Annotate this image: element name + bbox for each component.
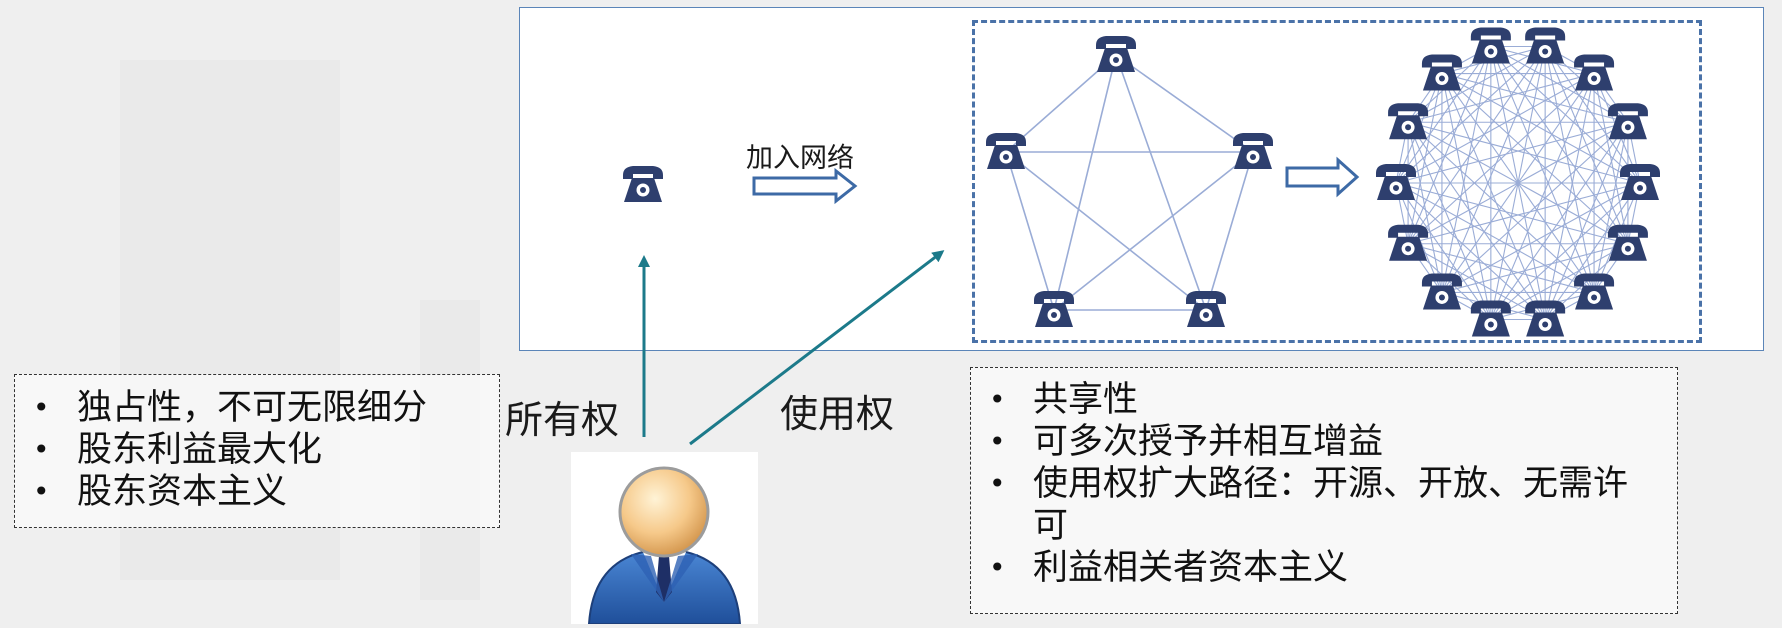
network-link	[1005, 151, 1207, 311]
network-link	[1407, 122, 1443, 293]
list-item: 独占性，不可无限细分	[15, 387, 499, 429]
usage-points-box: 共享性 可多次授予并相互增益 使用权扩大路径：开源、开放、无需许可 利益相关者资…	[970, 367, 1678, 614]
network-link	[1115, 54, 1207, 311]
network-link	[1407, 243, 1546, 320]
network-link	[1395, 73, 1595, 184]
list-item: 使用权扩大路径：开源、开放、无需许可	[971, 463, 1657, 547]
usage-label: 使用权	[780, 392, 895, 436]
network-link	[1441, 73, 1629, 245]
network-link	[1395, 46, 1492, 184]
network-link	[1490, 46, 1641, 184]
usage-arrow	[689, 250, 945, 446]
list-item: 可多次授予并相互增益	[971, 421, 1657, 463]
telephone-icon	[1470, 300, 1511, 337]
network-link	[1544, 46, 1641, 184]
telephone-icon	[1186, 291, 1226, 327]
ownership-label: 所有权	[505, 398, 620, 442]
telephone-icon	[1096, 36, 1136, 72]
list-item: 共享性	[971, 379, 1657, 421]
telephone-icon	[986, 133, 1026, 169]
network-link	[1441, 73, 1546, 320]
telephone-icon	[1376, 164, 1416, 200]
network-link	[1005, 151, 1055, 311]
network-link	[1441, 73, 1641, 184]
network-link	[1053, 151, 1254, 311]
join-network-arrow	[752, 167, 858, 205]
network-link	[1407, 121, 1595, 293]
network-link	[1490, 46, 1546, 320]
network-dashed-frame	[972, 20, 1702, 343]
network-link	[1395, 182, 1595, 293]
network-link	[1407, 46, 1492, 244]
network-link	[1205, 151, 1254, 311]
network-link	[1407, 46, 1546, 123]
person-card	[571, 452, 758, 625]
network-link	[1490, 46, 1629, 123]
network-link	[1407, 243, 1595, 293]
telephone-icon	[1421, 54, 1462, 91]
network-link	[1407, 46, 1546, 245]
network-link	[1441, 46, 1492, 293]
network-link	[1490, 121, 1629, 320]
join-network-label: 加入网络	[746, 143, 854, 174]
telephone-icon	[1574, 54, 1615, 91]
network-link	[1407, 121, 1546, 320]
network-link	[1544, 73, 1595, 320]
telephone-icon	[1620, 164, 1660, 200]
network-link	[1441, 73, 1629, 123]
network-link	[1395, 182, 1629, 245]
telephone-icon	[1525, 300, 1566, 337]
network-link	[1115, 54, 1254, 153]
network-link	[1593, 122, 1629, 293]
telephone-icon	[623, 166, 663, 202]
network-link	[1407, 73, 1443, 244]
network-link	[1395, 182, 1492, 320]
list-item: 股东利益最大化	[15, 429, 499, 471]
network-link	[1395, 182, 1546, 320]
network-link	[1407, 122, 1492, 320]
list-item: 利益相关者资本主义	[971, 547, 1657, 589]
telephone-icon	[1421, 273, 1462, 310]
telephone-icon	[1525, 27, 1566, 64]
network-link	[1490, 46, 1629, 245]
network-link	[1544, 46, 1595, 293]
network-link	[1544, 182, 1641, 320]
telephone-icon	[1233, 133, 1273, 169]
telephone-icon	[1034, 291, 1074, 327]
scale-up-arrow	[1285, 156, 1360, 198]
network-link	[1053, 54, 1117, 311]
telephone-icon	[1470, 27, 1511, 64]
network-link	[1490, 243, 1629, 320]
network-link	[1407, 121, 1641, 184]
telephone-icon	[1607, 224, 1648, 261]
network-link	[1490, 46, 1595, 293]
businessman-icon	[587, 466, 742, 625]
telephone-icon	[1574, 273, 1615, 310]
network-link	[1593, 73, 1629, 244]
network-link	[1441, 73, 1492, 320]
pentagon-network-lines	[1005, 54, 1254, 311]
ownership-points-box: 独占性，不可无限细分 股东利益最大化 股东资本主义	[14, 374, 500, 528]
network-link	[1441, 182, 1641, 293]
telephone-icon	[1388, 224, 1429, 261]
list-item: 股东资本主义	[15, 471, 499, 513]
